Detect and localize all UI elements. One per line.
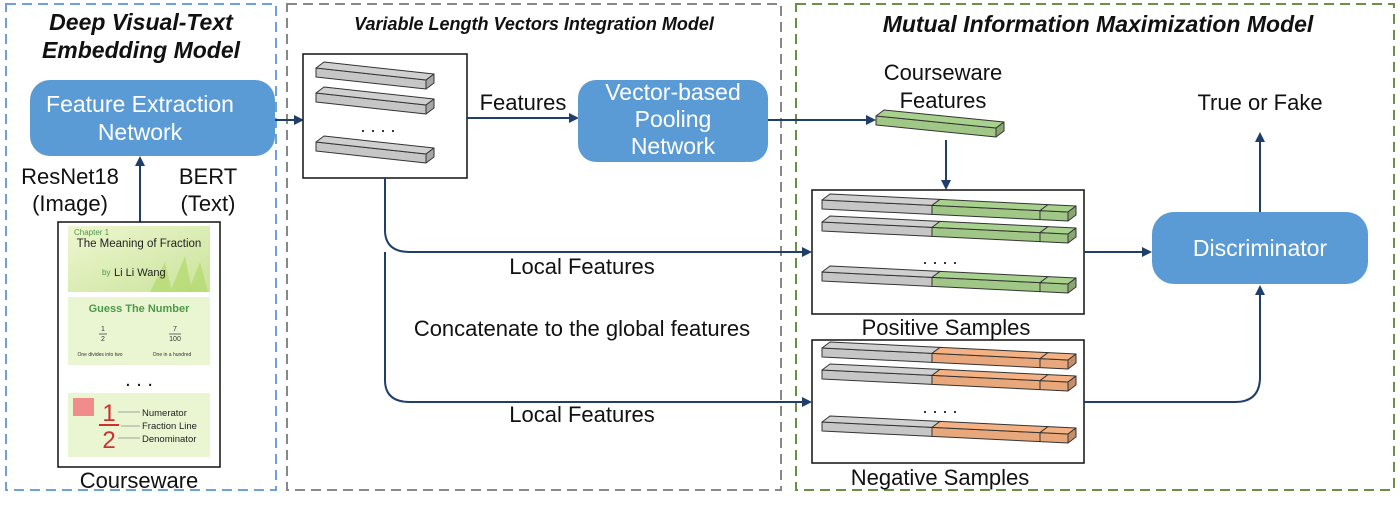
courseware-dots: . . . [125,369,153,391]
slide-fraction-parts: 1 2 Numerator Fraction Line Denominator [68,393,210,457]
courseware-features-line1: Courseware [884,60,1003,85]
courseware-features-line2: Features [900,88,987,113]
pooling-line3: Network [631,133,716,159]
negative-samples-label: Negative Samples [851,465,1030,490]
feature-extraction-line2: Network [98,119,183,145]
mutual-title: Mutual Information Maximization Model [883,11,1314,37]
slide2-fraction1-den: 2 [101,336,105,343]
resnet-label-line2: (Image) [32,191,108,216]
slide2-fraction1-num: 1 [101,326,105,333]
resnet-label-line1: ResNet18 [21,164,119,189]
positive-samples-bars [821,193,1077,294]
negative-bar-1-end [1067,375,1077,392]
embedding-title-line1: Deep Visual-Text [49,9,234,35]
courseware-features-bar [875,109,1005,138]
slide2-fraction2-num: 7 [173,326,177,333]
pooling-node [578,80,768,162]
negative-to-discriminator-arrow [1084,285,1265,403]
feature-extraction-line1: Feature Extraction [46,91,234,117]
vector-bar-0-end [425,73,435,90]
positive-samples-label: Positive Samples [862,315,1031,340]
global-bar-end [995,121,1005,138]
positive-bar-0-end [1067,205,1077,222]
embedding-title-line2: Embedding Model [42,37,241,63]
slide2-caption1: One divides into two [77,352,122,358]
features-label: Features [480,90,567,115]
concatenate-label: Concatenate to the global features [414,316,750,341]
negative-bar-2-end [1067,427,1077,444]
local-features-top-label: Local Features [509,254,655,279]
bert-label-line1: BERT [179,164,237,189]
bert-label-line2: (Text) [181,191,236,216]
local-features-top-arrow [384,178,812,257]
pooling-line2: Pooling [635,106,712,132]
slide1-author: Li Li Wang [114,267,166,279]
local-features-bottom-arrow [384,252,812,407]
courseware-label: Courseware [80,468,199,493]
integration-title: Variable Length Vectors Integration Mode… [354,14,715,34]
slide3-label-numerator: Numerator [142,408,187,419]
mutual-section-frame [795,3,1395,491]
vector-bar-2-end [425,147,435,164]
slide3-label-line: Fraction Line [142,421,197,432]
slide3-label-denominator: Denominator [142,434,196,445]
negative-bar-0-end [1067,353,1077,370]
integration-section-frame [286,3,782,491]
vector-bar-1-end [425,98,435,115]
discriminator-label: Discriminator [1193,235,1328,261]
slide1-title: The Meaning of Fraction [77,238,202,250]
positive-bar-2-end [1067,277,1077,294]
slide3-numerator: 1 [102,400,115,427]
embedding-section-frame [5,3,277,491]
slide2-title: Guess The Number [89,303,191,315]
discriminator-node [1152,212,1368,284]
slide2-caption2: One in a hundred [153,352,192,358]
feature-extraction-node [30,80,275,156]
slide2-fraction2-den: 100 [169,336,181,343]
positive-dots: . . . . [922,248,957,268]
variable-vectors-bars [315,61,435,164]
negative-dots: . . . . [922,397,957,417]
slide-meaning-of-fraction: Chapter 1 The Meaning of Fraction by Li … [68,226,210,292]
true-or-fake-label: True or Fake [1197,90,1322,115]
negative-samples-bars [821,341,1077,444]
slide1-chapter: Chapter 1 [74,228,110,237]
slide3-denominator: 2 [102,427,115,454]
variable-vectors-dots: . . . . [360,116,395,136]
positive-bar-1-end [1067,227,1077,244]
slide-guess-the-number: Guess The Number 1 2 7 100 One divides i… [68,297,210,365]
pooling-line1: Vector-based [605,79,741,105]
local-features-bottom-label: Local Features [509,402,655,427]
slide1-author-prefix: by [102,268,110,277]
